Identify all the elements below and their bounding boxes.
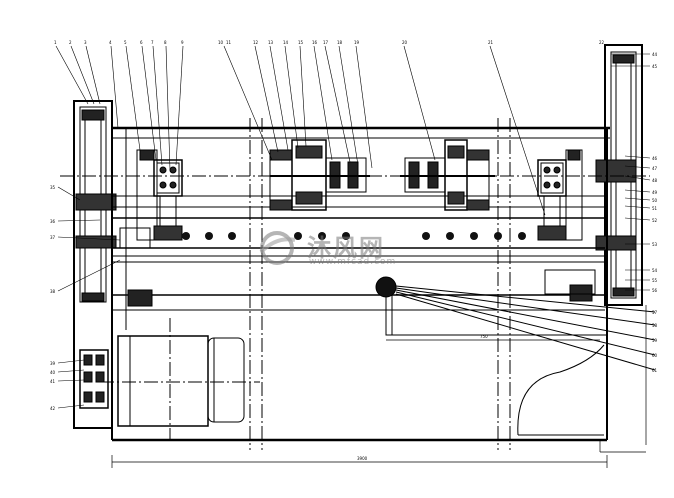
dimension-lines — [111, 305, 647, 468]
callout-left-7: 41 — [50, 379, 56, 384]
callout-right-3: 46 — [652, 156, 658, 161]
top-callout-labels: 1 2 3 4 5 6 7 8 9 10 11 12 13 14 15 16 1… — [54, 40, 605, 45]
left-housing — [73, 100, 117, 429]
center-right-carriage — [400, 139, 495, 211]
motor — [117, 335, 245, 427]
roller-row — [182, 232, 526, 240]
callout-1: 1 — [54, 40, 57, 45]
callout-4: 4 — [109, 40, 112, 45]
callout-left-4: 38 — [50, 289, 56, 294]
dimension-inner-width: 750 — [480, 334, 488, 339]
callout-right-6: 49 — [652, 190, 658, 195]
callout-left-3: 37 — [50, 235, 56, 240]
center-left-carriage — [269, 139, 370, 211]
top-leaders — [55, 45, 546, 216]
callout-right-16: 59 — [652, 338, 658, 343]
callout-16: 16 — [312, 40, 318, 45]
right-callout-labels: 44 45 46 47 48 49 50 51 52 53 54 55 56 5… — [652, 52, 658, 373]
callout-right-14: 57 — [652, 310, 658, 315]
callout-7: 7 — [151, 40, 154, 45]
callout-5: 5 — [124, 40, 127, 45]
callout-20: 20 — [402, 40, 408, 45]
callout-9: 9 — [181, 40, 184, 45]
callout-left-2: 36 — [50, 219, 56, 224]
left-tensioner — [119, 149, 183, 307]
callout-right-12: 55 — [652, 278, 658, 283]
callout-left-1: 35 — [50, 185, 56, 190]
callout-14: 14 — [283, 40, 289, 45]
callout-12: 12 — [253, 40, 259, 45]
callout-10: 10 — [218, 40, 224, 45]
callout-right-17: 60 — [652, 353, 658, 358]
pivot-point — [375, 276, 656, 371]
callout-right-5: 48 — [652, 178, 658, 183]
callout-right-15: 58 — [652, 323, 658, 328]
callout-6: 6 — [140, 40, 143, 45]
callout-21: 21 — [488, 40, 494, 45]
callout-right-10: 53 — [652, 242, 658, 247]
callout-right-9: 52 — [652, 218, 658, 223]
left-callout-labels: 35 36 37 38 39 40 41 42 — [50, 185, 56, 411]
callout-left-5: 39 — [50, 361, 56, 366]
callout-11: 11 — [226, 40, 232, 45]
callout-right-18: 61 — [652, 368, 658, 373]
main-frame — [111, 126, 610, 442]
callout-2: 2 — [69, 40, 72, 45]
callout-right-1: 44 — [652, 52, 658, 57]
right-leaders — [611, 53, 651, 291]
lower-guide — [385, 294, 608, 436]
callout-left-6: 40 — [50, 370, 56, 375]
callout-22: 22 — [599, 40, 605, 45]
callout-15: 15 — [298, 40, 304, 45]
callout-right-4: 47 — [652, 166, 658, 171]
callout-3: 3 — [84, 40, 87, 45]
callout-13: 13 — [268, 40, 274, 45]
callout-right-11: 54 — [652, 268, 658, 273]
callout-left-8: 42 — [50, 406, 56, 411]
right-tensioner — [537, 149, 596, 302]
right-housing — [595, 44, 643, 306]
callout-17: 17 — [323, 40, 329, 45]
callout-19: 19 — [354, 40, 360, 45]
dimension-overall-width: 3900 — [357, 456, 368, 461]
callout-right-8: 51 — [652, 206, 658, 211]
callout-right-2: 45 — [652, 64, 658, 69]
callout-right-7: 50 — [652, 198, 658, 203]
left-leaders — [57, 186, 121, 409]
callout-right-13: 56 — [652, 288, 658, 293]
callout-8: 8 — [164, 40, 167, 45]
callout-18: 18 — [337, 40, 343, 45]
